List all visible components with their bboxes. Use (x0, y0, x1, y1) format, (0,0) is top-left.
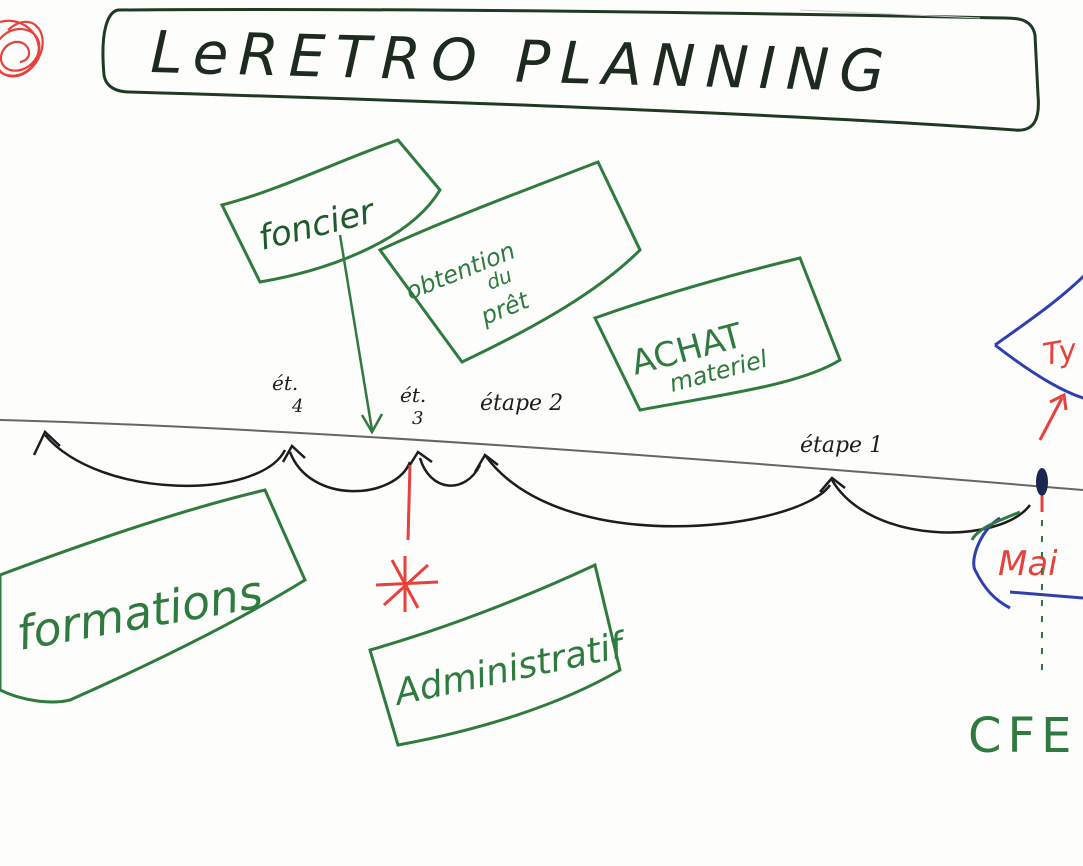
title-frame (101, 7, 1040, 132)
step-et3: ét. 3 (400, 383, 426, 429)
red-scribble-icon (0, 19, 44, 78)
formations-box: formations (0, 488, 307, 704)
cfe-label: CFE (968, 708, 1077, 764)
foncier-arrow (338, 234, 384, 435)
svg-text:Administratif: Administratif (389, 624, 632, 714)
page-title: LeRETRO PLANNING (150, 18, 895, 105)
svg-text:ét.: ét. (400, 383, 426, 407)
svg-text:foncier: foncier (255, 191, 381, 259)
step-etape1: étape 1 (800, 433, 883, 458)
faint-mark (799, 9, 981, 19)
timeline-axis (0, 419, 1083, 491)
step-etape2: étape 2 (480, 391, 563, 416)
svg-text:ét.: ét. (272, 371, 298, 395)
right-blue-shape (994, 274, 1083, 400)
step-arcs (32, 429, 1031, 534)
achat-box: ACHAT materiel (592, 256, 842, 412)
foncier-box: foncier (219, 138, 442, 284)
step-et4: ét. 4 (272, 371, 303, 417)
svg-text:formations: formations (13, 565, 267, 661)
asterisk-icon (375, 556, 439, 612)
svg-text:4: 4 (291, 396, 303, 417)
svg-text:prêt: prêt (476, 286, 535, 331)
red-connector (406, 464, 412, 541)
right-red-label-top: Ty (1040, 332, 1080, 372)
svg-text:3: 3 (412, 408, 423, 429)
right-box-bottom: Mai (970, 510, 1083, 610)
svg-text:Mai: Mai (998, 544, 1058, 584)
red-up-arrow (1038, 392, 1068, 441)
axis-marker (1036, 468, 1048, 496)
